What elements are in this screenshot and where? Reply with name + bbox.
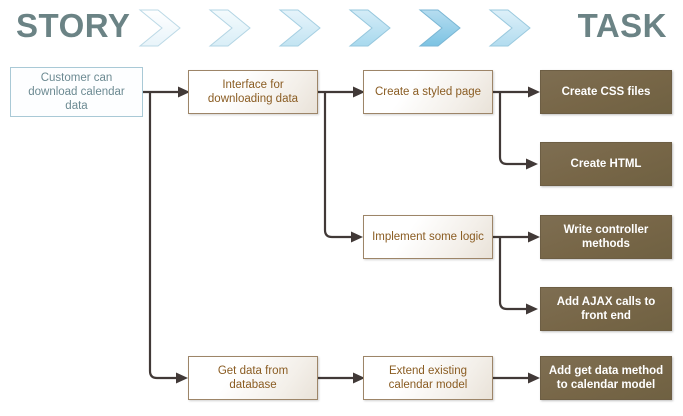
node-customer-story[interactable]: Customer can download calendar data <box>10 67 143 117</box>
edge-n5-n10 <box>498 237 526 311</box>
chevron-right-icon <box>138 8 182 48</box>
node-implement-some-logic[interactable]: Implement some logic <box>363 215 493 259</box>
node-label: Implement some logic <box>372 231 484 243</box>
node-label: Add AJAX calls to front end <box>556 296 656 322</box>
node-extend-existing-calendar-model[interactable]: Extend existing calendar model <box>363 356 493 400</box>
header-label-story: STORY <box>16 7 131 44</box>
node-label: Get data from database <box>217 365 289 391</box>
edge-n1-n3 <box>148 92 176 380</box>
edge-n2-n5 <box>323 92 351 239</box>
arrowhead-n6-n11 <box>528 372 540 384</box>
chevron-right-icon <box>278 8 322 48</box>
node-add-ajax-calls-to-front-end[interactable]: Add AJAX calls to front end <box>540 287 672 331</box>
node-label: Create HTML <box>570 158 642 170</box>
node-label: Interface for downloading data <box>207 79 299 105</box>
node-write-controller-methods[interactable]: Write controller methods <box>540 215 672 259</box>
arrowhead-n5-n9 <box>528 231 540 243</box>
node-label: Extend existing calendar model <box>388 365 468 391</box>
node-create-html[interactable]: Create HTML <box>540 142 672 186</box>
chevron-right-icon <box>208 8 252 48</box>
node-label: Create a styled page <box>374 86 482 98</box>
arrowhead-n4-n8 <box>526 158 538 170</box>
node-create-a-styled-page[interactable]: Create a styled page <box>363 70 493 114</box>
chevron-right-icon <box>418 8 462 48</box>
node-add-get-data-method-to-calendar-model[interactable]: Add get data method to calendar model <box>540 356 672 400</box>
header-band: STORY <box>0 0 683 56</box>
node-get-data-from-database[interactable]: Get data from database <box>188 356 318 400</box>
node-label: Add get data method to calendar model <box>548 365 664 391</box>
edge-n4-n8 <box>498 92 526 166</box>
arrowhead-n5-n10 <box>526 303 538 315</box>
arrowhead-n2-n5 <box>351 231 363 243</box>
arrowhead-n4-n7 <box>528 86 540 98</box>
header-label-task: TASK <box>577 7 667 44</box>
node-label: Write controller methods <box>563 224 649 250</box>
node-label: Customer can download calendar data <box>28 72 125 112</box>
node-create-css-files[interactable]: Create CSS files <box>540 70 672 114</box>
node-label: Create CSS files <box>561 86 651 98</box>
node-interface-for-downloading-data[interactable]: Interface for downloading data <box>188 70 318 114</box>
chevron-right-icon <box>348 8 392 48</box>
arrowhead-n1-n3 <box>176 372 188 384</box>
chevron-right-icon <box>488 8 532 48</box>
